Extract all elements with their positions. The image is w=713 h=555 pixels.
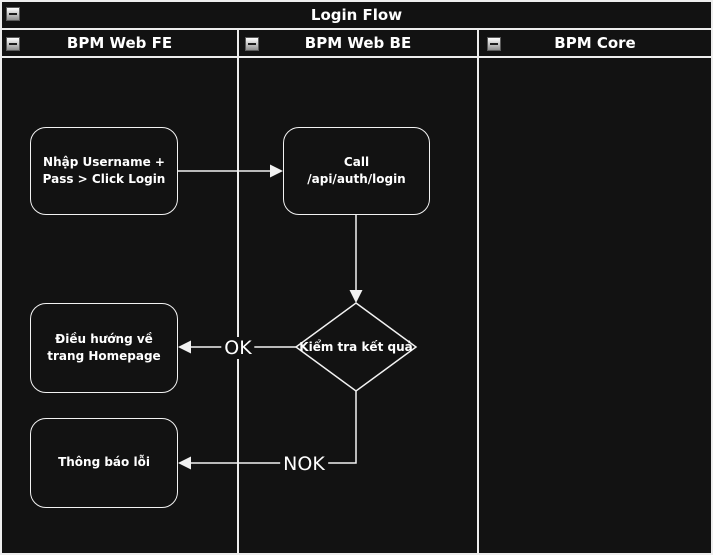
- node-redirect-homepage[interactable]: Điều hướng về trang Homepage: [30, 303, 178, 393]
- node-input-username-pass[interactable]: Nhập Username + Pass > Click Login: [30, 127, 178, 215]
- arrowhead-right-icon: [270, 164, 283, 178]
- minus-icon: [248, 43, 256, 45]
- node-label: Call /api/auth/login: [307, 154, 406, 186]
- pool-collapse-minus-icon[interactable]: [6, 7, 20, 21]
- lane-label: BPM Web FE: [66, 34, 173, 52]
- lane-fe-collapse-minus-icon[interactable]: [6, 37, 20, 51]
- node-label: Thông báo lỗi: [58, 455, 150, 470]
- lane-divider-fe-be: [237, 30, 239, 553]
- pool-title-bar[interactable]: Login Flow: [2, 2, 711, 30]
- lane-header-bpm-web-be[interactable]: BPM Web BE: [239, 30, 477, 58]
- lane-be-collapse-minus-icon[interactable]: [245, 37, 259, 51]
- lane-label: BPM Web BE: [304, 34, 412, 52]
- lane-label: BPM Core: [554, 34, 636, 52]
- node-label: Nhập Username + Pass > Click Login: [42, 154, 166, 186]
- minus-icon: [9, 13, 17, 15]
- minus-icon: [9, 43, 17, 45]
- arrowhead-left-icon: [178, 340, 191, 354]
- edge-callapi-to-decision: [349, 215, 363, 303]
- pool-title: Login Flow: [310, 6, 403, 24]
- lane-divider-be-core: [477, 30, 479, 553]
- lane-header-bpm-core[interactable]: BPM Core: [479, 30, 711, 58]
- lane-core-collapse-minus-icon[interactable]: [487, 37, 501, 51]
- node-call-api-auth-login[interactable]: Call /api/auth/login: [283, 127, 430, 215]
- edge-input-to-callapi: [178, 164, 283, 178]
- node-label: Kiểm tra kết quả: [299, 340, 413, 354]
- minus-icon: [490, 43, 498, 45]
- edge-label-ok[interactable]: OK: [221, 337, 255, 359]
- edge-decision-nok-to-error: [178, 391, 357, 470]
- lane-header-bpm-web-fe[interactable]: BPM Web FE: [2, 30, 237, 58]
- node-label: Điều hướng về trang Homepage: [47, 331, 161, 363]
- node-check-result[interactable]: Kiểm tra kết quả: [296, 327, 416, 367]
- arrowhead-down-icon: [349, 290, 363, 303]
- arrowhead-left-icon: [178, 456, 191, 470]
- edge-label-nok[interactable]: NOK: [280, 453, 328, 475]
- node-error-message[interactable]: Thông báo lỗi: [30, 418, 178, 508]
